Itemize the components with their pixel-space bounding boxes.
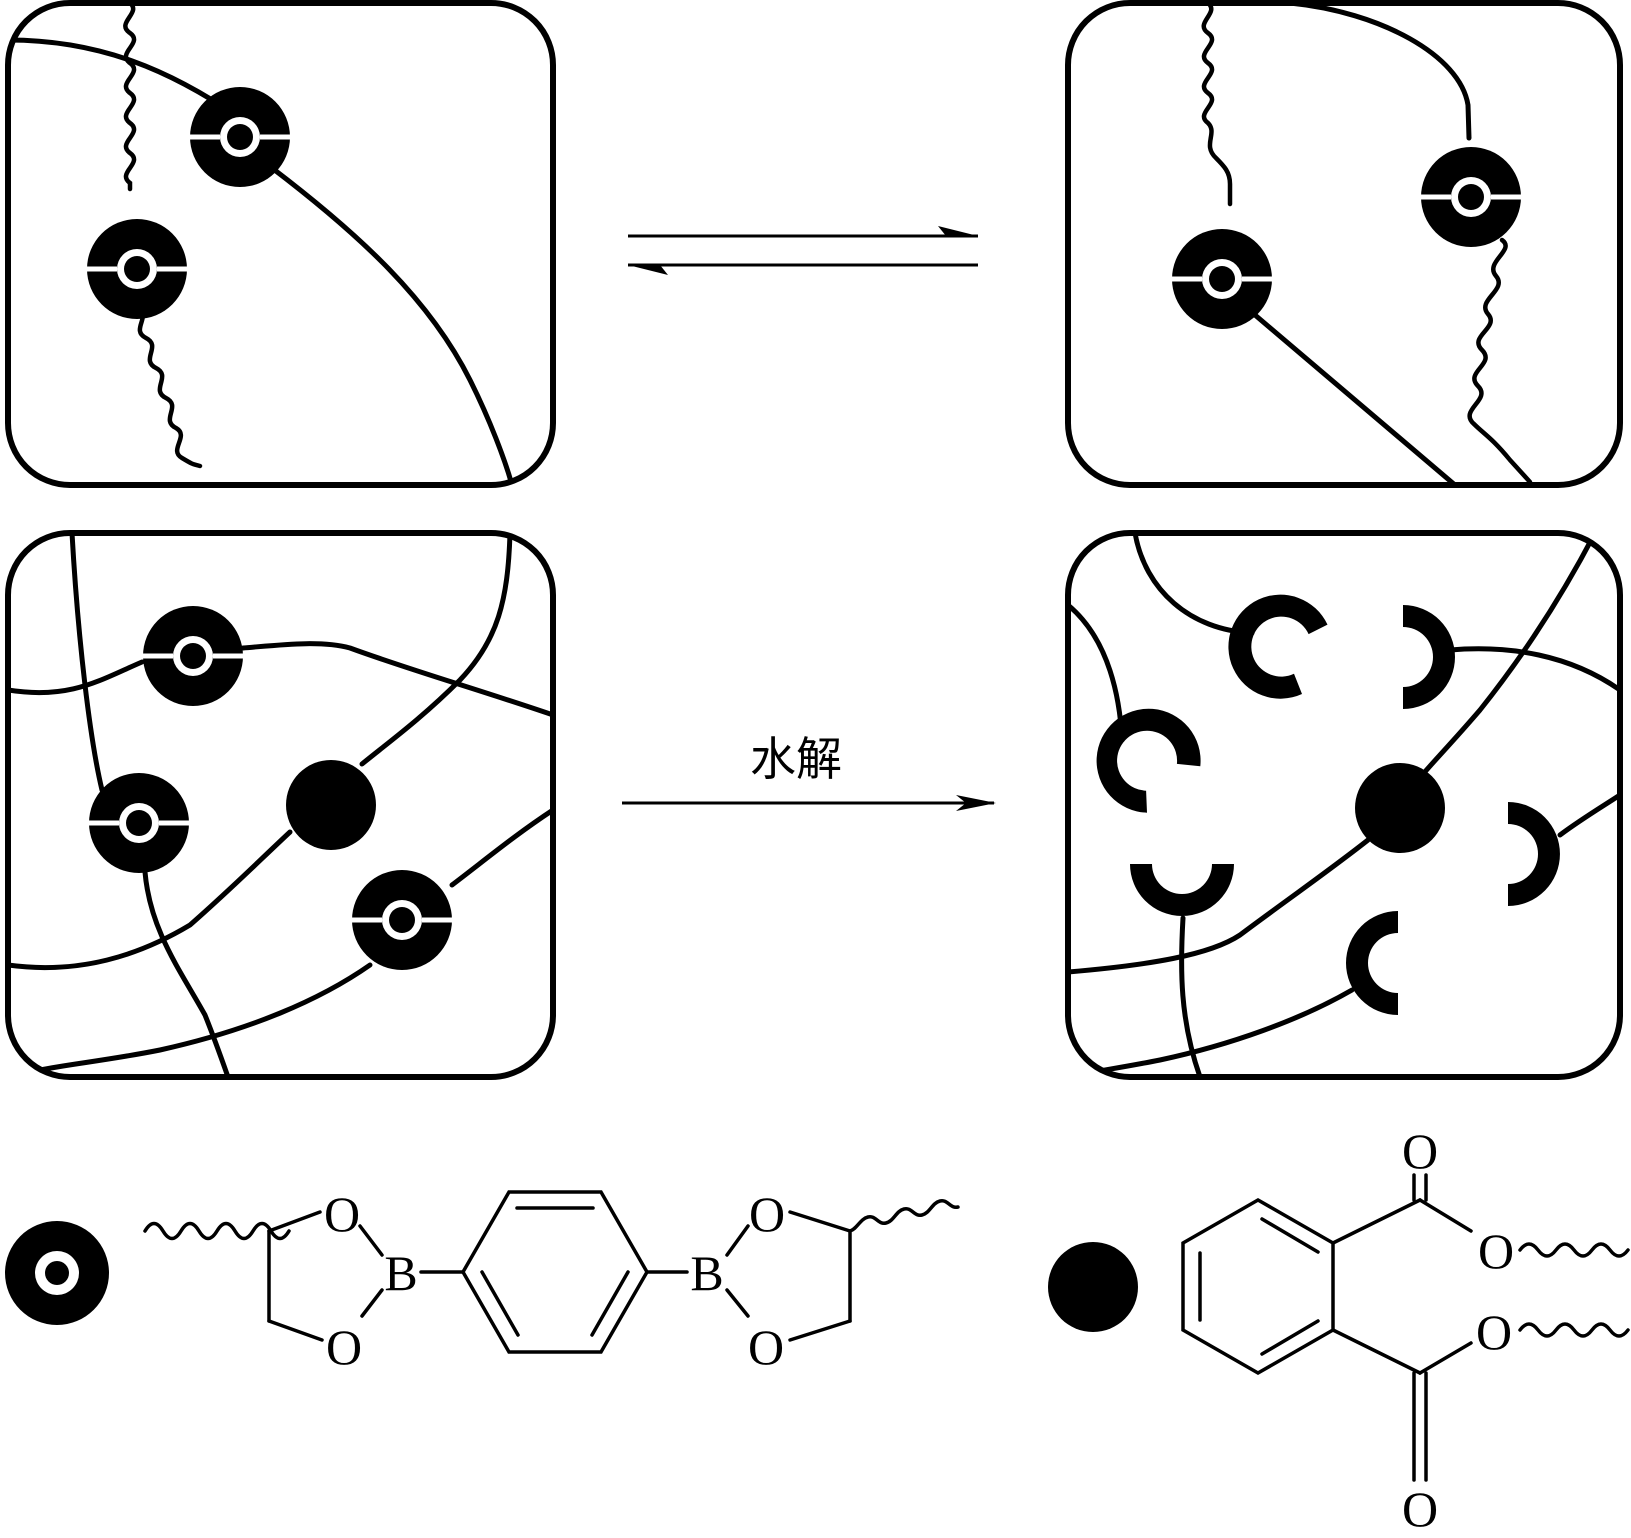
bond bbox=[267, 1210, 322, 1233]
bond bbox=[788, 1210, 852, 1233]
polymer-chain bbox=[1447, 646, 1620, 693]
benzene-ring bbox=[460, 1190, 650, 1354]
panel-frame bbox=[5, 530, 556, 1080]
boronic-ester-crosslink-icon bbox=[352, 870, 452, 970]
phthalate-ester-structure: O O O O bbox=[1181, 1123, 1630, 1537]
bond bbox=[725, 1224, 750, 1257]
benzene-ring bbox=[1181, 1197, 1335, 1376]
atom-label-oxygen: O bbox=[749, 1186, 785, 1242]
polymer-chain bbox=[269, 165, 515, 485]
network-panel-bottom-left bbox=[5, 530, 556, 1080]
polymer-chain bbox=[1287, 3, 1472, 141]
boronic-ester-crosslink-icon bbox=[190, 87, 290, 187]
polymer-chain bbox=[240, 641, 553, 718]
bond bbox=[788, 1319, 852, 1342]
panel-frame bbox=[1065, 530, 1623, 1080]
phthalate-ester-crosslink-icon bbox=[286, 760, 376, 850]
polymer-chain bbox=[8, 829, 293, 971]
aromatic-bond bbox=[1260, 1319, 1320, 1356]
wavy-bond bbox=[1518, 1322, 1630, 1338]
boronic-ester-crosslink-icon bbox=[87, 219, 187, 319]
panel-frame bbox=[5, 0, 556, 488]
polymer-chain bbox=[69, 533, 105, 793]
network-panel-top-left bbox=[5, 0, 556, 488]
bond bbox=[360, 1288, 384, 1318]
polymer-chain bbox=[1557, 792, 1620, 838]
network-panel-bottom-right bbox=[1065, 530, 1623, 1080]
polymer-chain bbox=[8, 659, 145, 696]
boronic-ester-crosslink-icon bbox=[143, 606, 243, 706]
atom-label-boron: B bbox=[690, 1245, 723, 1301]
reverse-arrow-half-head bbox=[628, 265, 668, 275]
wavy-bond bbox=[848, 1199, 960, 1233]
boronic-ester-crosslink-icon bbox=[1172, 229, 1272, 329]
polymer-chain bbox=[1068, 987, 1355, 1077]
aromatic-bond bbox=[590, 1270, 630, 1337]
hydrolyzed-boronic-fragment-icon bbox=[1508, 802, 1560, 906]
wavy-polymer-chain bbox=[1201, 3, 1233, 207]
forward-arrow-half-head bbox=[938, 226, 978, 236]
bond bbox=[267, 1319, 324, 1342]
boronic-ester-crosslink-icon bbox=[1421, 147, 1521, 247]
polymer-chain bbox=[359, 533, 513, 767]
atom-label-oxygen: O bbox=[324, 1186, 360, 1242]
bond bbox=[1331, 1198, 1422, 1245]
bond bbox=[1418, 1198, 1473, 1233]
bond bbox=[358, 1224, 384, 1257]
polymer-chain bbox=[1068, 837, 1371, 975]
network-panel-top-right bbox=[1065, 0, 1623, 488]
wavy-polymer-chain bbox=[1467, 237, 1533, 485]
atom-label-oxygen: O bbox=[1478, 1223, 1514, 1279]
hydrolyzed-boronic-fragment-icon bbox=[1228, 594, 1328, 699]
polymer-chain bbox=[1068, 602, 1125, 743]
polymer-chain bbox=[1415, 533, 1598, 783]
phthalate-ester-crosslink-icon bbox=[1355, 763, 1445, 853]
atom-label-oxygen: O bbox=[1402, 1123, 1438, 1179]
atom-label-oxygen: O bbox=[1402, 1481, 1438, 1537]
atom-label-boron: B bbox=[384, 1245, 417, 1301]
aromatic-bond bbox=[1260, 1217, 1320, 1254]
polymer-chain bbox=[1132, 533, 1255, 636]
polymer-chain bbox=[1252, 312, 1458, 485]
wavy-polymer-chain bbox=[135, 305, 203, 469]
polymer-chain bbox=[142, 869, 231, 1077]
hydrolysis-arrow: 水解 bbox=[622, 732, 996, 811]
boronic-ester-structure: O B O O B O bbox=[143, 1186, 960, 1375]
wavy-bond bbox=[1518, 1242, 1630, 1258]
panel-frame bbox=[1065, 0, 1623, 488]
atom-label-oxygen: O bbox=[326, 1319, 362, 1375]
boronic-ester-crosslink-icon bbox=[89, 773, 189, 873]
hydrolyzed-boronic-fragment-icon bbox=[1096, 708, 1201, 813]
bond bbox=[725, 1288, 750, 1318]
hydrolyzed-boronic-fragment-icon bbox=[1130, 864, 1234, 916]
legend-boronic-ester-symbol bbox=[5, 1221, 109, 1325]
bond bbox=[1418, 1341, 1473, 1375]
hydrolyzed-boronic-fragment-icon bbox=[1403, 605, 1455, 709]
polymer-chain bbox=[449, 807, 553, 888]
aromatic-bond bbox=[480, 1270, 520, 1337]
reversible-exchange-arrows bbox=[628, 226, 978, 275]
hydrolysis-label: 水解 bbox=[750, 732, 842, 786]
wavy-polymer-chain bbox=[123, 3, 137, 192]
polymer-chain bbox=[1179, 915, 1203, 1077]
atom-label-oxygen: O bbox=[748, 1319, 784, 1375]
wavy-bond bbox=[143, 1221, 291, 1241]
legend-phthalate-ester-symbol bbox=[1048, 1242, 1138, 1332]
atom-label-oxygen: O bbox=[1476, 1304, 1512, 1360]
polymer-chain bbox=[37, 962, 373, 1073]
bond bbox=[1331, 1328, 1422, 1375]
hydrolyzed-boronic-fragment-icon bbox=[1346, 911, 1398, 1015]
